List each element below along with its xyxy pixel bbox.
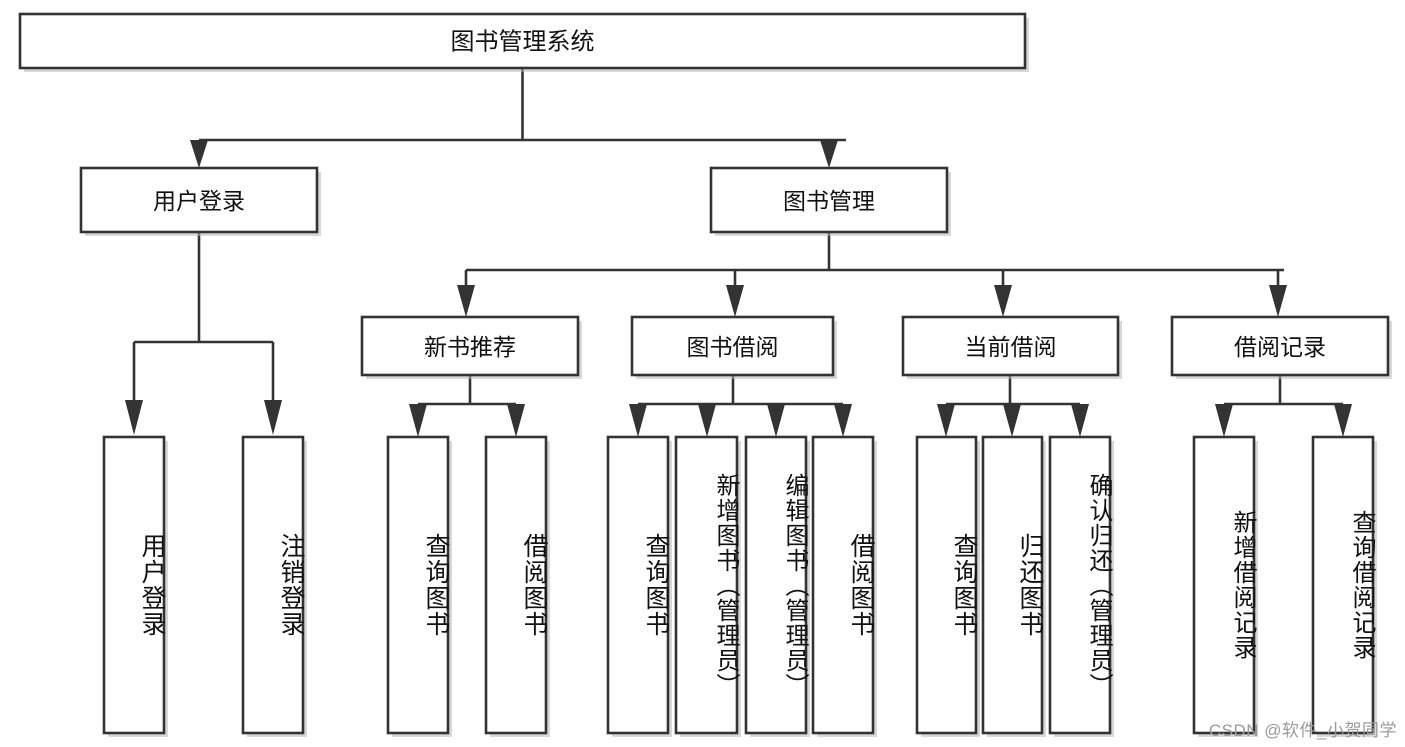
arrow-head-bb-add bbox=[698, 404, 716, 437]
leaf-box-br-add-record[interactable] bbox=[1192, 435, 1256, 735]
arrow-head-bb-edit bbox=[767, 404, 785, 437]
arrow-head-br-add bbox=[1215, 404, 1233, 437]
arrow-head-current-borrow bbox=[994, 285, 1012, 317]
new-book-rec-label: 新书推荐 bbox=[424, 334, 516, 360]
node-borrow-record[interactable]: 借阅记录 bbox=[1170, 315, 1392, 379]
leaf-box-logout[interactable] bbox=[241, 435, 305, 735]
leaf-box-bb-borrow-book[interactable] bbox=[811, 435, 875, 735]
leaf-box-br-query-record[interactable] bbox=[1311, 435, 1375, 735]
book-borrow-label: 图书借阅 bbox=[687, 334, 779, 360]
leaf-box-bb-edit-book[interactable] bbox=[744, 435, 808, 735]
book-borrow-box[interactable] bbox=[630, 315, 835, 377]
borrow-record-box[interactable] bbox=[1170, 315, 1390, 377]
connector-group-user-login bbox=[125, 232, 282, 435]
arrow-head-nbr-query bbox=[409, 404, 427, 437]
arrow-head-bb-query bbox=[629, 404, 647, 437]
current-borrow-label: 当前借阅 bbox=[965, 334, 1057, 360]
leaf-box-nbr-query-book[interactable] bbox=[386, 435, 450, 735]
arrow-head-book-manage bbox=[820, 140, 838, 168]
connector-group-current-borrow bbox=[937, 375, 1089, 437]
arrow-head-borrow-record bbox=[1269, 285, 1287, 317]
leaf-box-bb-add-book[interactable] bbox=[674, 435, 739, 735]
connector-group-book-borrow bbox=[629, 375, 852, 437]
user-login-box[interactable] bbox=[79, 166, 319, 234]
node-current-borrow[interactable]: 当前借阅 bbox=[901, 315, 1122, 379]
node-book-manage[interactable]: 图书管理 bbox=[709, 166, 951, 236]
new-book-rec-box[interactable] bbox=[360, 315, 580, 377]
node-user-login[interactable]: 用户登录 bbox=[79, 166, 321, 236]
connector-group-borrow-record bbox=[1215, 375, 1352, 437]
leaf-box-user-login[interactable] bbox=[102, 435, 166, 735]
arrow-head-cb-confirm bbox=[1071, 404, 1089, 437]
leaf-box-bb-query-book[interactable] bbox=[606, 435, 670, 735]
arrow-head-nbr-borrow bbox=[507, 404, 525, 437]
leaf-box-group bbox=[102, 435, 1377, 737]
book-manage-label: 图书管理 bbox=[783, 188, 875, 214]
user-login-label: 用户登录 bbox=[153, 188, 245, 214]
current-borrow-box[interactable] bbox=[901, 315, 1120, 377]
arrow-head-cb-query bbox=[937, 404, 955, 437]
arrow-head-leaf-user-login bbox=[125, 400, 143, 435]
watermark: CSDN @软件_小贺同学 bbox=[1208, 721, 1397, 740]
connector-group-new-book-rec bbox=[409, 375, 525, 437]
node-root[interactable]: 图书管理系统 bbox=[18, 12, 1029, 72]
root-box[interactable] bbox=[18, 12, 1027, 70]
leaf-box-cb-confirm-return[interactable] bbox=[1048, 435, 1112, 735]
arrow-head-bb-borrow bbox=[834, 404, 852, 437]
leaf-box-cb-query-book[interactable] bbox=[915, 435, 978, 735]
leaf-box-nbr-borrow-book[interactable] bbox=[484, 435, 548, 735]
leaf-box-cb-return-book[interactable] bbox=[981, 435, 1044, 735]
arrow-head-user-login bbox=[190, 140, 208, 168]
book-manage-box[interactable] bbox=[709, 166, 949, 234]
arrow-head-book-borrow bbox=[726, 285, 744, 317]
connector-group-book-manage bbox=[457, 232, 1287, 317]
arrow-head-cb-return bbox=[1003, 404, 1021, 437]
borrow-record-label: 借阅记录 bbox=[1234, 334, 1326, 360]
arrow-head-br-query bbox=[1334, 404, 1352, 437]
arrow-head-leaf-logout bbox=[264, 400, 282, 435]
arrow-head-new-book-rec bbox=[457, 285, 475, 317]
connector-group-root bbox=[190, 68, 846, 168]
root-label: 图书管理系统 bbox=[451, 29, 595, 56]
node-book-borrow[interactable]: 图书借阅 bbox=[630, 315, 837, 379]
node-new-book-recommend[interactable]: 新书推荐 bbox=[360, 315, 582, 379]
